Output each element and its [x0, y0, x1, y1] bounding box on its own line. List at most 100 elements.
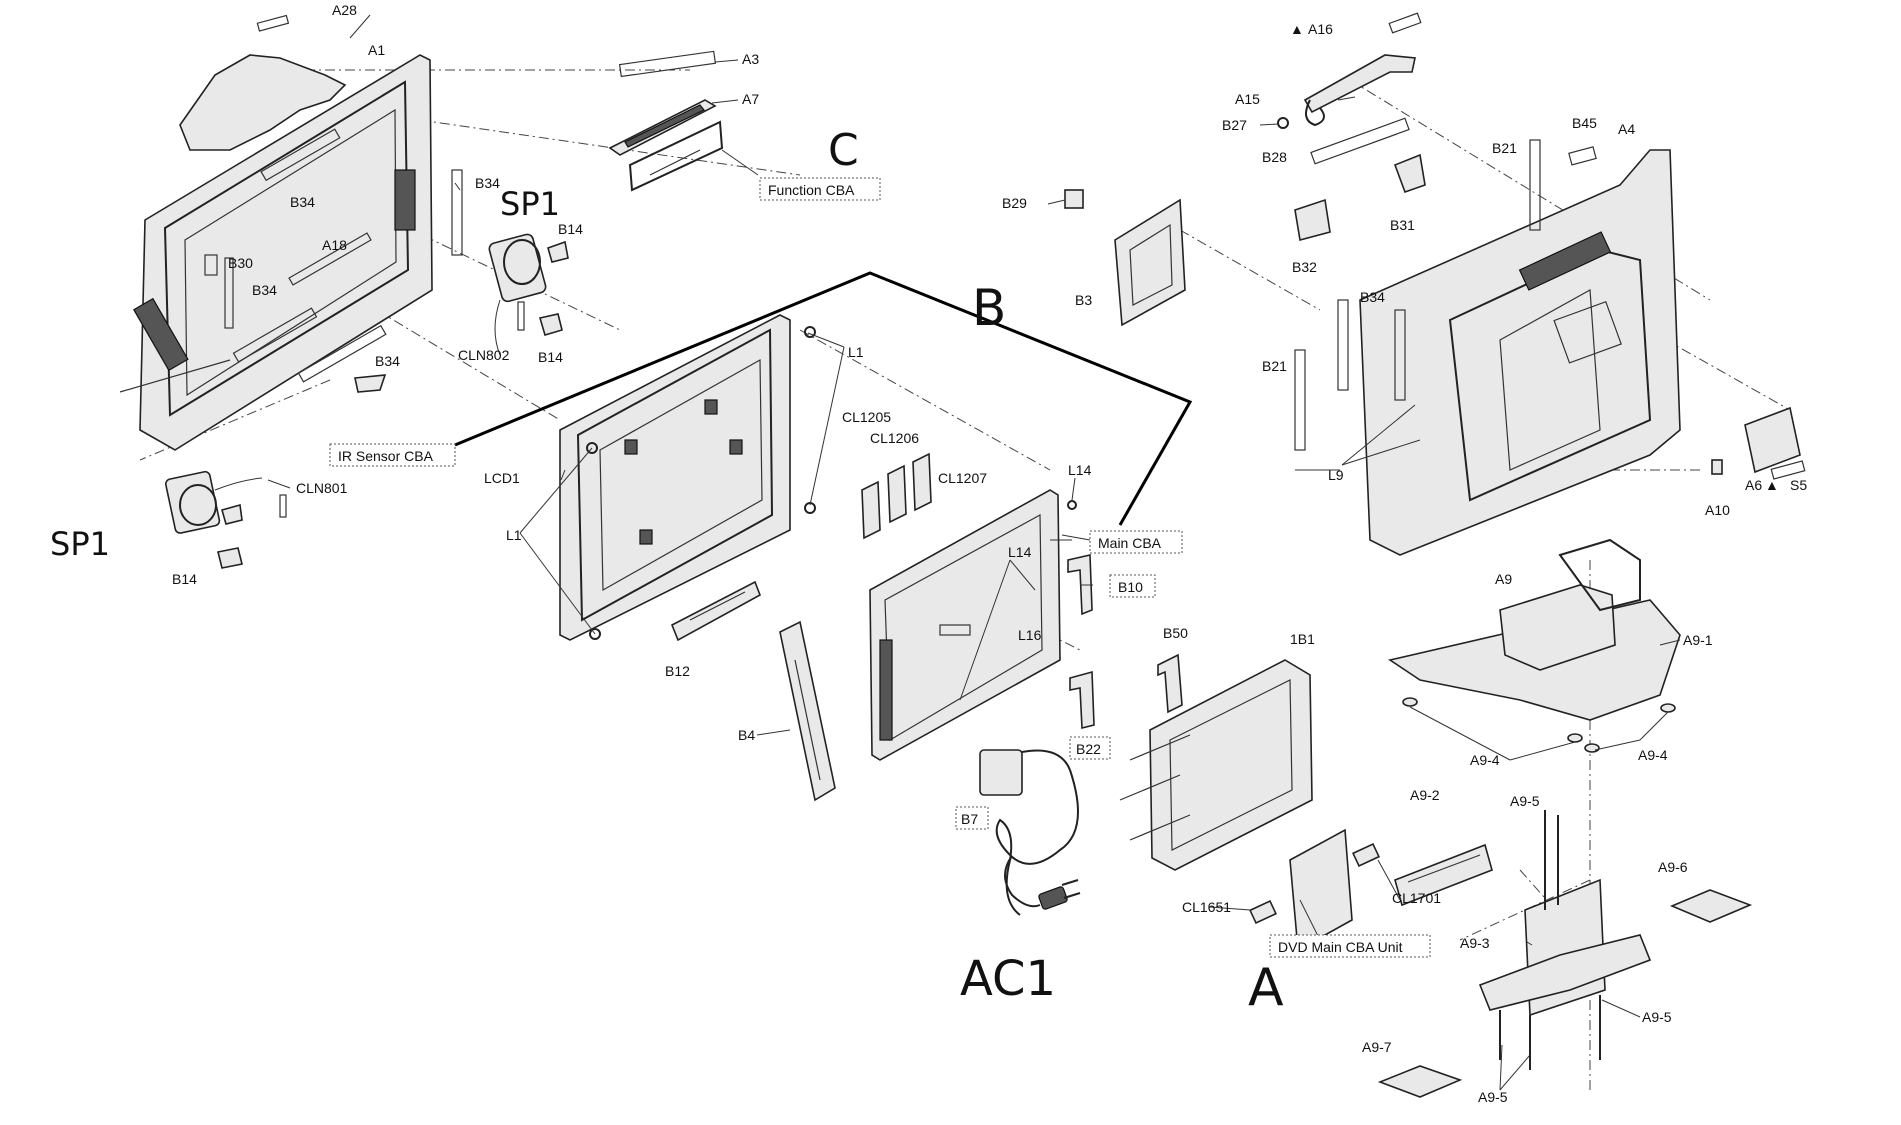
boxed-labels: Function CBA IR Sensor CBA Main CBA DVD …	[329, 177, 1431, 958]
warning-icon-a6: ▲	[1765, 477, 1779, 493]
b7-frame	[955, 806, 989, 830]
label-cln801: CLN801	[296, 480, 348, 496]
part-labels: A28 A1 A3 A7 ▲ A16 A15 B27 B28 B21 B45 A…	[172, 2, 1807, 1105]
main-cba-board	[869, 489, 1077, 761]
leader-lines	[267, 14, 1681, 1091]
handwritten-sp1-left: SP1	[50, 525, 110, 563]
dvd-main-cba-unit	[1249, 828, 1380, 952]
label-cl1205: CL1205	[842, 409, 891, 425]
rear-cabinet-a4	[1359, 149, 1681, 556]
label-b30: B30	[228, 255, 253, 271]
handwritten-c: C	[828, 125, 859, 176]
label-a9-6: A9-6	[1658, 859, 1688, 875]
clips-a9-6-a9-7	[1377, 889, 1753, 1098]
label-l14-mid: L14	[1008, 544, 1032, 560]
stand-neck-a9-3	[1478, 810, 1652, 1070]
pen-annotation-lines	[454, 271, 1193, 526]
b22-frame	[1069, 736, 1111, 760]
front-bezel-a1	[119, 54, 433, 451]
label-b50: B50	[1163, 625, 1188, 641]
label-b29: B29	[1002, 195, 1027, 211]
b10-label: B10	[1118, 579, 1143, 595]
decal-a28	[179, 14, 347, 151]
handwritten-sp1-top: SP1	[500, 185, 560, 223]
function-cba-label: Function CBA	[768, 182, 855, 198]
label-a10: A10	[1705, 502, 1730, 518]
b10-frame	[1109, 574, 1156, 598]
b7-label: B7	[961, 811, 978, 827]
label-s5: S5	[1790, 477, 1807, 493]
rear-strips	[1294, 139, 1597, 451]
label-b34-rear: B34	[1360, 289, 1385, 305]
label-cln802: CLN802	[458, 347, 510, 363]
label-b14-speaker-top-2: B14	[538, 349, 563, 365]
b22-label: B22	[1076, 741, 1101, 757]
main-cba-label: Main CBA	[1098, 535, 1162, 551]
label-a9-5-top: A9-5	[1510, 793, 1540, 809]
label-l9: L9	[1328, 467, 1344, 483]
label-a9-4-left: A9-4	[1470, 752, 1500, 768]
label-a1: A1	[368, 42, 385, 58]
label-b21-top: B21	[1492, 140, 1517, 156]
label-a15: A15	[1235, 91, 1260, 107]
bracket-b10	[1067, 554, 1093, 616]
label-l16: L16	[1018, 627, 1042, 643]
label-l1-top: L1	[848, 344, 864, 360]
dvd-main-cba-frame	[1269, 934, 1431, 958]
label-b14-speaker-left: B14	[172, 571, 197, 587]
dvd-main-cba-label: DVD Main CBA Unit	[1278, 939, 1403, 955]
label-cl1701: CL1701	[1392, 890, 1441, 906]
label-a16: A16	[1308, 21, 1333, 37]
label-a4: A4	[1618, 121, 1635, 137]
label-a9-5-bottom: A9-5	[1478, 1089, 1508, 1105]
label-b21-rear: B21	[1262, 358, 1287, 374]
label-a9-1: A9-1	[1683, 632, 1713, 648]
speaker-sp1-top	[488, 233, 569, 356]
label-b14-speaker-top: B14	[558, 221, 583, 237]
label-b31: B31	[1390, 217, 1415, 233]
label-b28: B28	[1262, 149, 1287, 165]
function-cba-frame	[759, 177, 881, 201]
label-cl1651: CL1651	[1182, 899, 1231, 915]
power-cord-ac1	[979, 749, 1081, 916]
warning-icon-a16: ▲	[1290, 21, 1304, 37]
ir-sensor-cba-frame	[329, 443, 456, 467]
ribbon-cables	[861, 452, 932, 540]
handwritten-annotations: SP1 SP1 C B AC1 A	[50, 125, 1284, 1018]
label-b34-right-strip: B34	[475, 175, 500, 191]
label-a9-3: A9-3	[1460, 935, 1490, 951]
handwritten-b: B	[972, 279, 1006, 337]
speaker-sp1-left	[164, 470, 287, 569]
label-a18: A18	[322, 237, 347, 253]
dvd-mechanism-1b1	[1119, 659, 1313, 871]
label-b45: B45	[1572, 115, 1597, 131]
label-l14-top: L14	[1068, 462, 1092, 478]
label-b3: B3	[1075, 292, 1092, 308]
label-cl1207: CL1207	[938, 470, 987, 486]
label-a9-2: A9-2	[1410, 787, 1440, 803]
label-a6: A6	[1745, 477, 1762, 493]
label-a9-5-right: A9-5	[1642, 1009, 1672, 1025]
label-b34-bottom: B34	[375, 353, 400, 369]
label-lcd1: LCD1	[484, 470, 520, 486]
label-cl1206: CL1206	[870, 430, 919, 446]
label-a7: A7	[742, 91, 759, 107]
function-cba-assembly	[608, 50, 724, 192]
bracket-b12	[670, 580, 761, 642]
label-b4: B4	[738, 727, 755, 743]
label-a9-7: A9-7	[1362, 1039, 1392, 1055]
brackets-b28-b31-b32	[1064, 117, 1426, 327]
label-b12: B12	[665, 663, 690, 679]
lcd-panel-lcd1	[559, 314, 816, 641]
bracket-b22	[1069, 670, 1095, 730]
main-cba-frame	[1089, 530, 1183, 554]
handwritten-ac1: AC1	[960, 951, 1056, 1007]
label-b34-mid: B34	[252, 282, 277, 298]
label-a9: A9	[1495, 571, 1512, 587]
label-a3: A3	[742, 51, 759, 67]
handwritten-a: A	[1248, 958, 1284, 1018]
label-l1-left: L1	[506, 527, 522, 543]
bracket-a9-2	[1394, 843, 1493, 907]
label-a28: A28	[332, 2, 357, 18]
